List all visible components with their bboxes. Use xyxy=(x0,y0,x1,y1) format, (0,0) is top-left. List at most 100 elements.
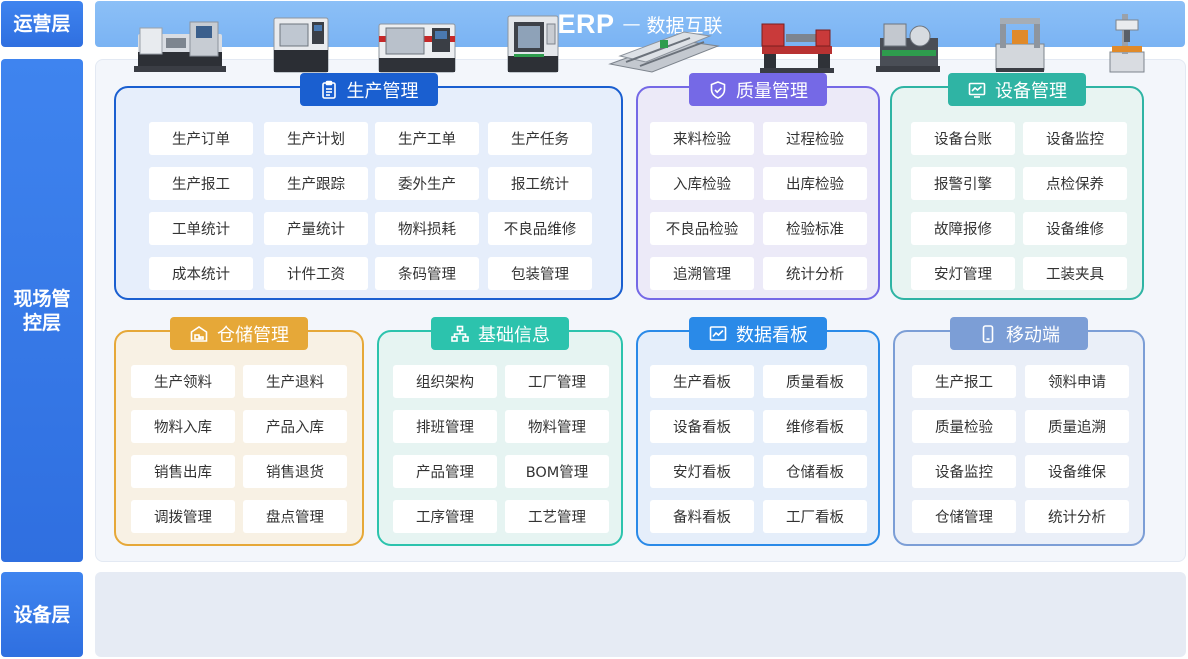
module-item-dashboard[interactable]: 维修看板 xyxy=(763,410,867,443)
module-item-quality[interactable]: 入库检验 xyxy=(650,167,754,200)
module-item-production[interactable]: 成本统计 xyxy=(149,257,253,290)
module-item-mobile[interactable]: 统计分析 xyxy=(1025,500,1129,533)
module-item-production[interactable]: 计件工资 xyxy=(264,257,368,290)
module-production: 生产管理生产订单生产计划生产工单生产任务生产报工生产跟踪委外生产报工统计工单统计… xyxy=(114,73,623,300)
module-item-production[interactable]: 工单统计 xyxy=(149,212,253,245)
module-title-mobile: 移动端 xyxy=(950,317,1088,350)
module-item-warehouse[interactable]: 生产退料 xyxy=(243,365,347,398)
module-item-production[interactable]: 包装管理 xyxy=(488,257,592,290)
layer-label-device-text: 设备层 xyxy=(13,603,71,626)
module-title-text-quality: 质量管理 xyxy=(736,80,808,102)
module-item-basic[interactable]: 工序管理 xyxy=(393,500,497,533)
module-title-text-warehouse: 仓储管理 xyxy=(217,324,289,346)
module-item-production[interactable]: 生产跟踪 xyxy=(264,167,368,200)
module-item-basic[interactable]: 工厂管理 xyxy=(505,365,609,398)
module-title-basic: 基础信息 xyxy=(431,317,569,350)
module-item-quality[interactable]: 追溯管理 xyxy=(650,257,754,290)
module-equipment: 设备管理设备台账设备监控报警引擎点检保养故障报修设备维修安灯管理工装夹具 xyxy=(890,73,1144,300)
module-item-mobile[interactable]: 质量追溯 xyxy=(1025,410,1129,443)
module-item-mobile[interactable]: 生产报工 xyxy=(912,365,1016,398)
module-item-production[interactable]: 生产工单 xyxy=(375,122,479,155)
module-item-basic[interactable]: 物料管理 xyxy=(505,410,609,443)
module-item-production[interactable]: 生产报工 xyxy=(149,167,253,200)
module-item-warehouse[interactable]: 物料入库 xyxy=(131,410,235,443)
module-item-production[interactable]: 物料损耗 xyxy=(375,212,479,245)
module-item-dashboard[interactable]: 安灯看板 xyxy=(650,455,754,488)
module-item-equipment[interactable]: 安灯管理 xyxy=(911,257,1015,290)
module-title-text-equipment: 设备管理 xyxy=(995,80,1067,102)
layer-label-operation: 运营层 xyxy=(1,1,83,47)
module-title-production: 生产管理 xyxy=(299,73,438,106)
module-item-quality[interactable]: 检验标准 xyxy=(763,212,867,245)
module-item-mobile[interactable]: 设备维保 xyxy=(1025,455,1129,488)
module-item-quality[interactable]: 来料检验 xyxy=(650,122,754,155)
module-item-dashboard[interactable]: 质量看板 xyxy=(763,365,867,398)
module-item-dashboard[interactable]: 工厂看板 xyxy=(763,500,867,533)
erp-title: ERP xyxy=(557,8,615,39)
module-item-warehouse[interactable]: 盘点管理 xyxy=(243,500,347,533)
layer-label-site: 现场管控层 xyxy=(1,59,83,562)
lathe-machine-icon xyxy=(134,21,226,72)
module-item-dashboard[interactable]: 生产看板 xyxy=(650,365,754,398)
module-item-dashboard[interactable]: 仓储看板 xyxy=(763,455,867,488)
module-warehouse: 仓储管理生产领料生产退料物料入库产品入库销售出库销售退货调拨管理盘点管理 xyxy=(114,317,364,546)
module-item-equipment[interactable]: 设备维修 xyxy=(1023,212,1127,245)
module-item-warehouse[interactable]: 调拨管理 xyxy=(131,500,235,533)
module-title-text-production: 生产管理 xyxy=(346,80,419,102)
module-item-production[interactable]: 不良品维修 xyxy=(488,212,592,245)
module-quality: 质量管理来料检验过程检验入库检验出库检验不良品检验检验标准追溯管理统计分析 xyxy=(636,73,880,300)
module-item-warehouse[interactable]: 销售退货 xyxy=(243,455,347,488)
module-item-equipment[interactable]: 设备台账 xyxy=(911,122,1015,155)
module-item-basic[interactable]: 产品管理 xyxy=(393,455,497,488)
module-item-quality[interactable]: 出库检验 xyxy=(763,167,867,200)
module-item-production[interactable]: 报工统计 xyxy=(488,167,592,200)
module-item-mobile[interactable]: 仓储管理 xyxy=(912,500,1016,533)
module-item-production[interactable]: 生产计划 xyxy=(264,122,368,155)
module-item-production[interactable]: 产量统计 xyxy=(264,212,368,245)
module-item-basic[interactable]: BOM管理 xyxy=(505,455,609,488)
module-item-basic[interactable]: 工艺管理 xyxy=(505,500,609,533)
module-item-equipment[interactable]: 报警引擎 xyxy=(911,167,1015,200)
module-item-equipment[interactable]: 点检保养 xyxy=(1023,167,1127,200)
module-item-quality[interactable]: 过程检验 xyxy=(763,122,867,155)
module-mobile: 移动端生产报工领料申请质量检验质量追溯设备监控设备维保仓储管理统计分析 xyxy=(893,317,1145,546)
module-title-quality: 质量管理 xyxy=(689,73,827,106)
module-item-quality[interactable]: 不良品检验 xyxy=(650,212,754,245)
module-item-equipment[interactable]: 工装夹具 xyxy=(1023,257,1127,290)
layer-label-device: 设备层 xyxy=(1,572,83,657)
device-panel xyxy=(95,572,1186,657)
module-item-warehouse[interactable]: 生产领料 xyxy=(131,365,235,398)
module-item-warehouse[interactable]: 销售出库 xyxy=(131,455,235,488)
module-item-warehouse[interactable]: 产品入库 xyxy=(243,410,347,443)
module-item-mobile[interactable]: 质量检验 xyxy=(912,410,1016,443)
module-item-production[interactable]: 条码管理 xyxy=(375,257,479,290)
module-item-mobile[interactable]: 设备监控 xyxy=(912,455,1016,488)
module-item-equipment[interactable]: 故障报修 xyxy=(911,212,1015,245)
erp-separator: — xyxy=(622,13,641,35)
phone-icon xyxy=(978,324,998,344)
module-title-dashboard: 数据看板 xyxy=(689,317,827,350)
module-item-equipment[interactable]: 设备监控 xyxy=(1023,122,1127,155)
module-item-production[interactable]: 生产任务 xyxy=(488,122,592,155)
chart-icon xyxy=(708,324,728,344)
module-item-dashboard[interactable]: 设备看板 xyxy=(650,410,754,443)
module-item-basic[interactable]: 组织架构 xyxy=(393,365,497,398)
module-item-basic[interactable]: 排班管理 xyxy=(393,410,497,443)
monitor-icon xyxy=(967,80,987,100)
module-title-text-dashboard: 数据看板 xyxy=(736,324,808,346)
module-title-warehouse: 仓储管理 xyxy=(170,317,308,350)
laser-marking-icon xyxy=(1109,14,1145,73)
module-dashboard: 数据看板生产看板质量看板设备看板维修看板安灯看板仓储看板备料看板工厂看板 xyxy=(636,317,880,546)
cnc-lathe-icon xyxy=(273,17,329,73)
warehouse-icon xyxy=(189,324,209,344)
clipboard-icon xyxy=(319,80,339,100)
module-item-mobile[interactable]: 领料申请 xyxy=(1025,365,1129,398)
module-item-production[interactable]: 生产订单 xyxy=(149,122,253,155)
module-item-production[interactable]: 委外生产 xyxy=(375,167,479,200)
module-item-quality[interactable]: 统计分析 xyxy=(763,257,867,290)
assembly-station-icon xyxy=(995,18,1045,72)
module-title-text-basic: 基础信息 xyxy=(478,324,550,346)
module-item-dashboard[interactable]: 备料看板 xyxy=(650,500,754,533)
module-title-equipment: 设备管理 xyxy=(948,73,1086,106)
